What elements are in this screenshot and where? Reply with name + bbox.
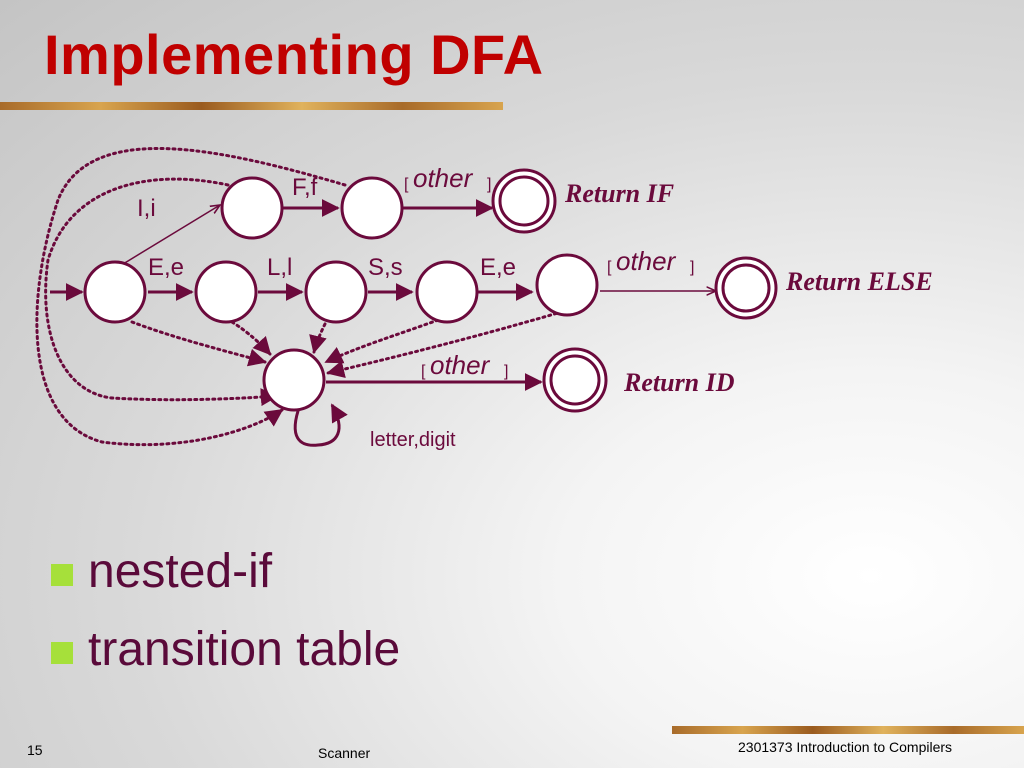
edge-start-to-i	[122, 205, 220, 265]
label-return-id: Return ID	[623, 368, 735, 397]
slide-title: Implementing DFA	[44, 23, 544, 86]
page-number: 15	[27, 742, 43, 758]
label-other-if: other	[413, 163, 474, 193]
dotted-edge-i-to-id	[44, 177, 279, 407]
label-self-loop: letter,digit	[370, 429, 456, 451]
dotted-edge-e-to-id	[230, 320, 272, 356]
accept-state-if	[491, 168, 557, 234]
label-l: L,l	[267, 254, 292, 281]
dotted-edge-l-to-id	[309, 322, 327, 354]
state-i	[220, 176, 284, 240]
bracket-close-else: ]	[690, 259, 694, 276]
state-e2	[535, 253, 599, 317]
label-i: I,i	[137, 195, 156, 222]
bullet-item-transition-table: transition table	[48, 620, 400, 698]
bracket-close-id: ]	[504, 363, 508, 380]
label-other-id: other	[430, 350, 491, 380]
title-underline-band	[0, 102, 503, 110]
footer-band	[672, 726, 1024, 734]
footer-center-text: Scanner	[318, 745, 371, 761]
state-start	[83, 260, 147, 324]
dotted-edge-e2-to-id	[326, 308, 570, 379]
state-s	[415, 260, 479, 324]
state-id	[262, 348, 326, 412]
label-other-else: other	[616, 246, 677, 276]
label-e2: E,e	[480, 254, 516, 281]
dotted-edge-f-to-id	[35, 146, 347, 447]
accept-state-id	[542, 347, 608, 413]
bullet-list: nested-if transition table	[48, 542, 400, 698]
label-s: S,s	[368, 254, 403, 281]
bullet-text: transition table	[88, 623, 401, 676]
state-if-f	[340, 176, 404, 240]
label-e: E,e	[148, 254, 184, 281]
accept-state-else	[714, 256, 778, 320]
bullet-item-nested-if: nested-if	[48, 542, 400, 620]
bullet-square-icon	[51, 642, 73, 664]
bullet-square-icon	[51, 564, 73, 586]
label-f: F,f	[292, 174, 318, 201]
label-return-if: Return IF	[564, 179, 674, 208]
bullet-text: nested-if	[88, 545, 273, 598]
bracket-open-else: [	[607, 259, 612, 276]
dotted-edge-start-to-id	[130, 320, 267, 367]
state-e	[194, 260, 258, 324]
label-return-else: Return ELSE	[785, 267, 933, 296]
bracket-open-if: [	[404, 176, 409, 193]
footer-right-text: 2301373 Introduction to Compilers	[738, 739, 953, 755]
dotted-edge-s-to-id	[324, 318, 440, 364]
state-l	[304, 260, 368, 324]
bracket-open-id: [	[421, 363, 426, 380]
bracket-close-if: ]	[487, 176, 491, 193]
self-loop-id	[293, 403, 348, 447]
